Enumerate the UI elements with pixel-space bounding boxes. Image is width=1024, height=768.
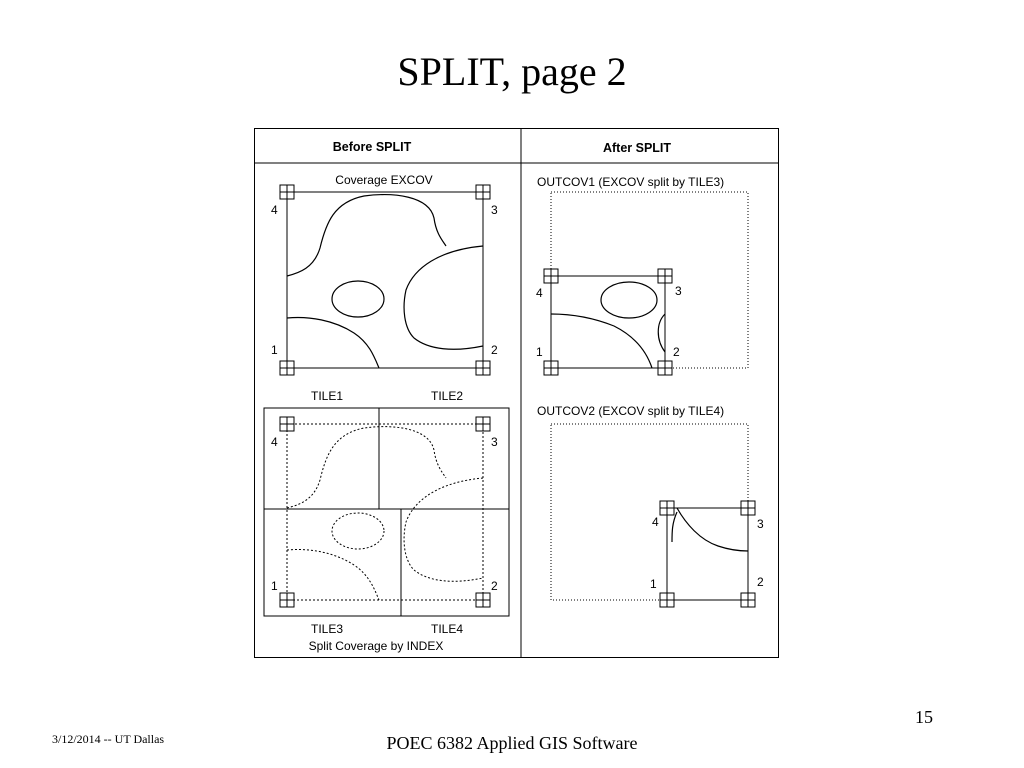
- index-tic-label-3: 3: [491, 435, 498, 449]
- outcov1-tic-label-2: 2: [673, 345, 680, 359]
- tile4-label: TILE4: [431, 622, 463, 636]
- index-tic-label-2: 2: [491, 579, 498, 593]
- outcov2-tic-label-4: 4: [652, 515, 659, 529]
- outcov2-tic-label-1: 1: [650, 577, 657, 591]
- outcov1-label: OUTCOV1 (EXCOV split by TILE3): [537, 175, 724, 189]
- outcov2-tic-label-2: 2: [757, 575, 764, 589]
- outcov1-tic-label-4: 4: [536, 286, 543, 300]
- outcov2-tics: [659, 500, 756, 608]
- after-split-header: After SPLIT: [603, 141, 671, 155]
- outcov1-tic-label-3: 3: [675, 284, 682, 298]
- index-tic-label-4: 4: [271, 435, 278, 449]
- footer-course: POEC 6382 Applied GIS Software: [386, 733, 638, 753]
- tile2-label: TILE2: [431, 389, 463, 403]
- outcov1-tic-label-1: 1: [536, 345, 543, 359]
- split-diagram: Before SPLIT After SPLIT Coverage EXCOV …: [254, 128, 779, 658]
- figure-frame: [254, 128, 779, 658]
- index-tic-label-1: 1: [271, 579, 278, 593]
- tic-label-1: 1: [271, 343, 278, 357]
- slide-title: SPLIT, page 2: [397, 49, 627, 94]
- outcov2-extent-dotted: [550, 423, 749, 601]
- coverage-excov-label: Coverage EXCOV: [335, 173, 432, 187]
- outcov1-coverage: [550, 275, 666, 369]
- tic-label-3: 3: [491, 203, 498, 217]
- tic-label-4: 4: [271, 203, 278, 217]
- before-split-header: Before SPLIT: [333, 140, 412, 154]
- excov-coverage: [286, 191, 484, 369]
- index-tics: [279, 416, 491, 608]
- tic-label-2: 2: [491, 343, 498, 357]
- index-coverage-dashed: [286, 423, 484, 601]
- split-figure: Before SPLIT After SPLIT Coverage EXCOV …: [254, 128, 779, 658]
- index-tiles: [263, 407, 510, 617]
- outcov1-extent-dotted: [550, 191, 749, 369]
- excov-tics: [279, 184, 491, 376]
- outcov2-label: OUTCOV2 (EXCOV split by TILE4): [537, 404, 724, 418]
- outcov2-tic-label-3: 3: [757, 517, 764, 531]
- tile3-label: TILE3: [311, 622, 343, 636]
- tile1-label: TILE1: [311, 389, 343, 403]
- slide-number: 15: [915, 707, 933, 727]
- outcov2-coverage: [666, 507, 749, 601]
- outcov1-tics: [543, 268, 673, 376]
- split-coverage-label: Split Coverage by INDEX: [309, 639, 444, 653]
- footer-date: 3/12/2014 -- UT Dallas: [52, 732, 165, 746]
